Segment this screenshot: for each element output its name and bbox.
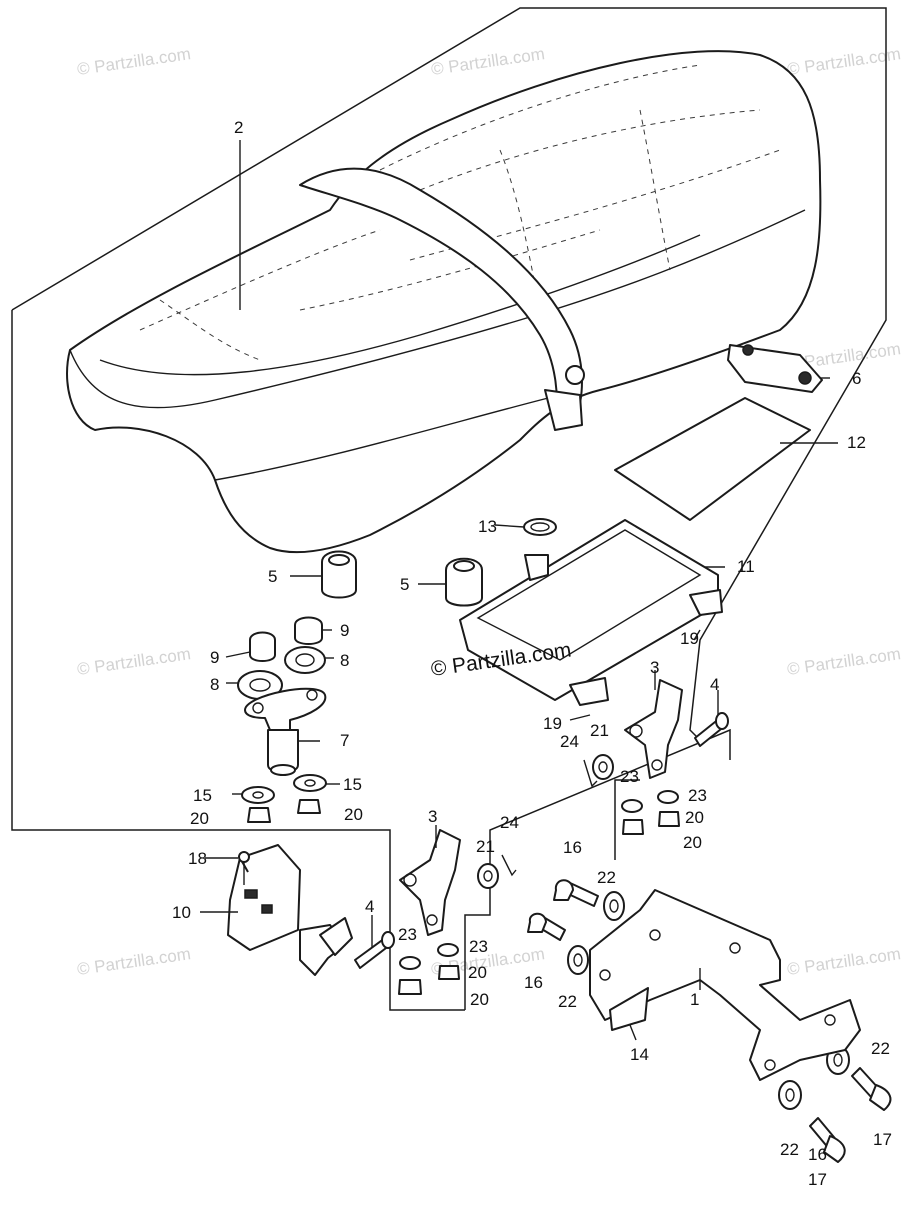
part-1-bracket	[589, 889, 861, 1081]
callout-label: 9	[210, 648, 219, 667]
bolts-and-washers	[527, 879, 892, 1163]
callout-label: 21	[590, 721, 609, 740]
callout-label: 23	[398, 925, 417, 944]
seat-assembly	[66, 50, 822, 554]
callout-label: 21	[476, 837, 495, 856]
callout-label: 22	[871, 1039, 890, 1058]
callout-label: 17	[808, 1170, 827, 1189]
callout-label: 15	[343, 775, 362, 794]
part-5-rubbers	[321, 550, 483, 607]
callout-label: 9	[340, 621, 349, 640]
callout-label: 20	[470, 990, 489, 1009]
callout-label: 16	[808, 1145, 827, 1164]
part-4-pins	[354, 712, 729, 969]
part-12-sheet	[614, 397, 811, 521]
callout-label: 22	[558, 992, 577, 1011]
watermark-text: © Partzilla.com	[76, 644, 192, 679]
callout-label: 14	[630, 1045, 649, 1064]
watermark-text: © Partzilla.com	[76, 944, 192, 979]
part-6-block	[727, 344, 823, 393]
part-14-label	[609, 987, 649, 1031]
callout-label: 20	[685, 808, 704, 827]
callout-label: 16	[524, 973, 543, 992]
callout-label: 15	[193, 786, 212, 805]
part-3-brackets	[399, 679, 683, 936]
callout-label: 4	[365, 897, 374, 916]
callout-label: 4	[710, 675, 719, 694]
watermark-text: © Partzilla.com	[786, 944, 902, 979]
callout-label: 11	[737, 557, 755, 576]
callout-label: 24	[560, 732, 579, 751]
callout-label: 23	[469, 937, 488, 956]
callout-label: 22	[597, 868, 616, 887]
callout-label: 13	[478, 517, 497, 536]
callout-label: 20	[468, 963, 487, 982]
callout-label: 3	[428, 807, 437, 826]
callout-label: 22	[780, 1140, 799, 1159]
leader-lines	[200, 140, 838, 1041]
callout-label: 18	[188, 849, 207, 868]
callout-label: 5	[400, 575, 409, 594]
callout-label: 2	[234, 118, 243, 137]
part-11-tray	[459, 519, 723, 706]
watermark-text: © Partzilla.com	[786, 44, 902, 79]
callout-label: 5	[268, 567, 277, 586]
callout-label: 1	[690, 990, 699, 1009]
callout-label: 3	[650, 658, 659, 677]
callout-label: 7	[340, 731, 349, 750]
lock-stack-parts	[237, 616, 327, 823]
callout-label: 16	[563, 838, 582, 857]
callout-label: 24	[500, 813, 519, 832]
part-10-seat-lock	[227, 844, 353, 976]
watermark-text: © Partzilla.com	[430, 44, 546, 79]
callout-label: 17	[873, 1130, 892, 1149]
watermark-text: © Partzilla.com	[786, 644, 902, 679]
watermark-text: © Partzilla.com	[76, 44, 192, 79]
callout-label: 20	[190, 809, 209, 828]
callout-label: 6	[852, 369, 861, 388]
callout-label: 19	[543, 714, 562, 733]
callout-label: 23	[620, 767, 639, 786]
part-13-grommet	[523, 518, 557, 536]
callout-label: 12	[847, 433, 866, 452]
washers-and-nuts	[398, 754, 680, 995]
callout-label: 19	[680, 629, 699, 648]
callout-label: 20	[344, 805, 363, 824]
callout-label: 23	[688, 786, 707, 805]
callout-label: 10	[172, 903, 191, 922]
callout-label: 20	[683, 833, 702, 852]
callout-label: 8	[340, 651, 349, 670]
callout-label: 8	[210, 675, 219, 694]
